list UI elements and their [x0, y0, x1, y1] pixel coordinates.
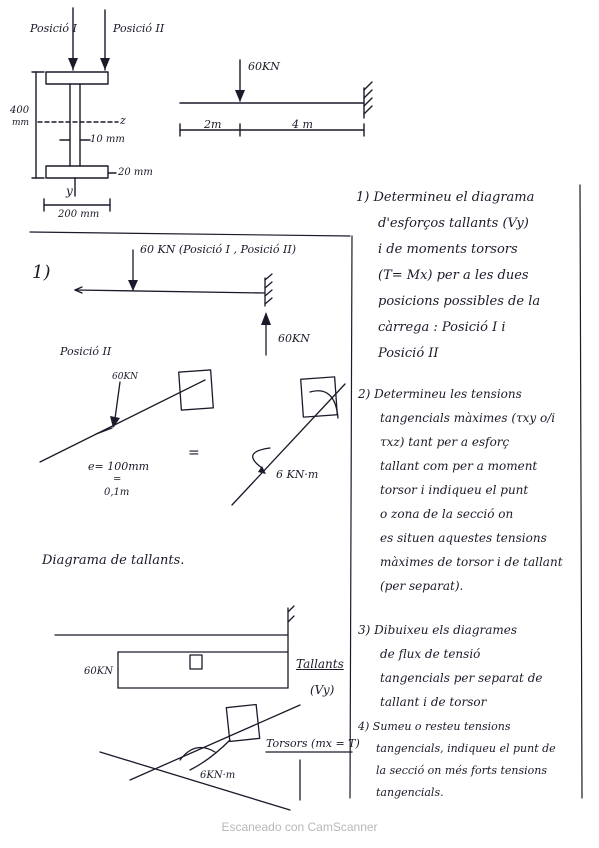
task-line: màximes de torsor i de tallant — [380, 555, 563, 569]
shear-diagram-drawing — [54, 605, 295, 689]
solution-number: 1) — [32, 262, 51, 283]
eccentric-load-sketch — [39, 369, 346, 506]
axis-z-label: z — [120, 114, 126, 127]
shear-value: 60KN — [84, 666, 113, 677]
sheet-borders — [29, 184, 583, 799]
task-line: tallant com per a moment — [380, 459, 538, 473]
pos1-label: Posició I — [30, 22, 77, 35]
reaction-label: 60KN — [278, 332, 310, 345]
beam-len-a: 2m — [204, 118, 222, 131]
dim-200mm: 200 mm — [58, 209, 100, 220]
pos2-label: Posició II — [113, 22, 165, 35]
solution-beam-drawing — [74, 249, 273, 356]
task-line: 3) Dibuixeu els diagrames — [358, 623, 518, 637]
eccentricity-eq: = — [113, 474, 122, 485]
moment-label: 6 KN·m — [276, 468, 319, 481]
task-line: i de moments torsors — [378, 242, 518, 257]
dim-10mm: 10 mm — [90, 134, 125, 145]
task-line: tangencials. — [376, 786, 444, 799]
task-line: Posició II — [378, 346, 439, 361]
torque-value: 6KN·m — [200, 770, 236, 781]
task-line: 1) Determineu el diagrama — [356, 190, 535, 205]
task-line: la secció on més forts tensions — [376, 764, 548, 777]
task-line: o zona de la secció on — [380, 507, 514, 521]
cross-section-drawing — [31, 7, 119, 212]
dim-20mm: 20 mm — [118, 167, 153, 178]
task-line: tangencials, indiqueu el punt de — [376, 742, 556, 755]
task-line: tallant i de torsor — [380, 695, 487, 709]
beam-load-label: 60KN — [248, 60, 280, 73]
top-beam-drawing — [179, 59, 373, 137]
task-line: 4) Sumeu o resteu tensions — [358, 720, 511, 733]
task-line: d'esforços tallants (Vy) — [378, 216, 529, 231]
vy-label: (Vy) — [310, 683, 335, 697]
task-line: torsor i indiqueu el punt — [380, 483, 529, 497]
equals-sign: = — [188, 445, 200, 461]
solution-load: 60 KN (Posició I , Posició II) — [140, 243, 297, 256]
pos2-sketch-label: Posició II — [60, 345, 112, 358]
task-line: càrrega : Posició I i — [378, 320, 506, 335]
task-line: 2) Determineu les tensions — [358, 387, 522, 401]
task-line: de flux de tensió — [380, 647, 481, 661]
axis-y-label: y — [66, 184, 73, 198]
task-line: (per separat). — [380, 579, 464, 593]
torsors-label: Torsors (mx = T) — [266, 737, 360, 750]
dim-400-unit: mm — [12, 118, 30, 128]
task-3: 3) Dibuixeu els diagrames de flux de ten… — [358, 618, 542, 714]
task-line: posicions possibles de la — [378, 294, 541, 309]
small-load-label: 60KN — [112, 372, 139, 382]
eccentricity-m: 0,1m — [104, 487, 130, 498]
shear-diagram-title: Diagrama de tallants. — [42, 553, 185, 568]
task-4: 4) Sumeu o resteu tensions tangencials, … — [358, 716, 556, 804]
task-2: 2) Determineu les tensions tangencials m… — [358, 382, 563, 598]
dim-400: 400 — [10, 105, 30, 116]
task-line: (T= Mx) per a les dues — [378, 268, 529, 283]
scanner-watermark: Escaneado con CamScanner — [221, 820, 378, 834]
task-line: es situen aquestes tensions — [380, 531, 547, 545]
task-1: 1) Determineu el diagrama d'esforços tal… — [356, 185, 540, 367]
tallants-label: Tallants — [296, 657, 344, 671]
eccentricity-label: e= 100mm — [88, 460, 150, 473]
beam-len-b: 4 m — [292, 118, 313, 131]
task-line: τxz) tant per a esforç — [380, 435, 510, 449]
task-line: tangencials màximes (τxy o/i — [380, 411, 556, 425]
task-line: tangencials per separat de — [380, 671, 543, 685]
torsor-diagram-drawing — [99, 703, 353, 811]
